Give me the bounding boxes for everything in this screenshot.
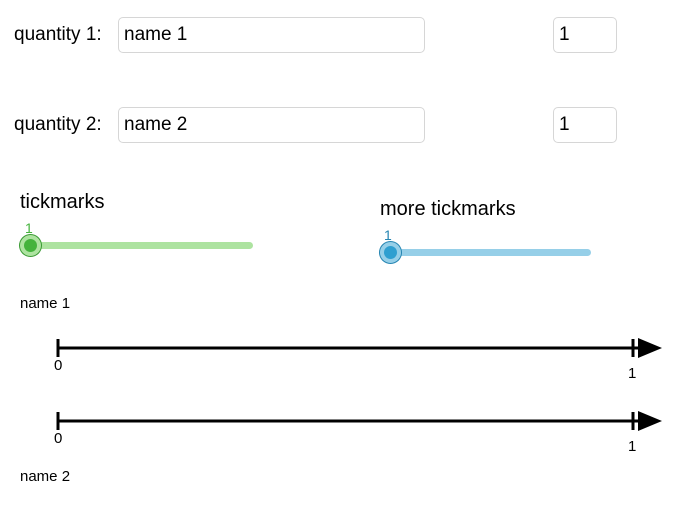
slider-tickmarks-value: 1 [25,220,33,236]
quantity-1-number-input[interactable] [553,17,617,53]
slider-tickmarks[interactable]: 1 [20,220,253,256]
quantity-1-label: quantity 1: [14,24,102,45]
slider-more-tickmarks-handle[interactable] [380,242,401,263]
slider-group-tickmarks: tickmarks 1 [20,190,253,256]
quantity-row-2: quantity 2: [0,105,680,145]
slider-title-tickmarks: tickmarks [20,191,105,213]
slider-tickmarks-handle[interactable] [20,235,41,256]
caption-name-1: name 1 [20,295,71,312]
caption-name-2: name 2 [20,468,71,485]
slider-group-more-tickmarks: more tickmarks 1 [380,197,591,263]
number-line-1-min-label: 0 [54,357,63,374]
number-line-1-max-label: 1 [628,365,637,382]
quantity-2-name-input[interactable] [118,107,425,143]
number-line-1: 0 1 [0,325,680,385]
slider-more-tickmarks[interactable]: 1 [380,227,591,263]
slider-more-tickmarks-track[interactable] [389,249,591,256]
slider-title-more-tickmarks: more tickmarks [380,198,516,220]
number-line-1-axis [56,338,662,358]
quantity-2-number-input[interactable] [553,107,617,143]
quantity-2-label: quantity 2: [14,114,102,135]
number-line-2-min-label: 0 [54,430,63,447]
quantity-1-name-input[interactable] [118,17,425,53]
slider-tickmarks-track[interactable] [29,242,253,249]
number-line-2: 0 1 [0,398,680,458]
quantity-row-1: quantity 1: [0,15,680,55]
slider-more-tickmarks-value: 1 [384,227,392,243]
number-line-2-max-label: 1 [628,438,637,455]
number-line-2-axis [56,411,662,431]
